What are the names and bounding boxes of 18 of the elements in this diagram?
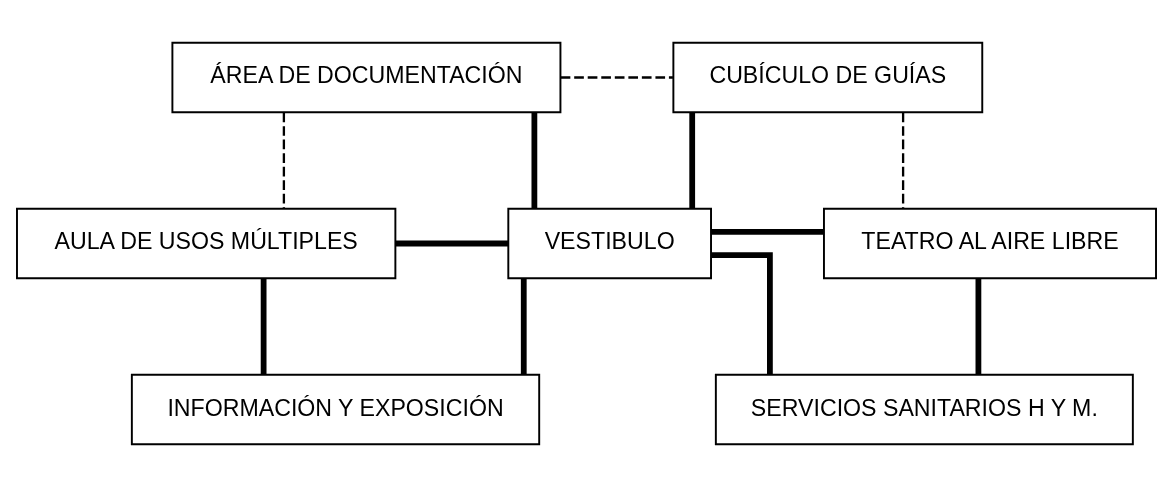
node-box: INFORMACIÓN Y EXPOSICIÓN: [130, 373, 541, 445]
connector: [520, 278, 527, 374]
node-box: VESTIBULO: [507, 207, 712, 279]
connector: [711, 251, 773, 374]
connector: [901, 112, 905, 208]
connector: [260, 278, 267, 374]
node-box: ÁREA DE DOCUMENTACIÓN: [171, 41, 562, 113]
node-box: SERVICIOS SANITARIOS H Y M.: [714, 373, 1134, 445]
connector: [395, 240, 509, 246]
connector: [689, 112, 696, 208]
connector: [531, 112, 538, 208]
node-box: AULA DE USOS MÚLTIPLES: [16, 207, 397, 279]
node-box: TEATRO AL AIRE LIBRE: [823, 207, 1157, 279]
node-box: CUBÍCULO DE GUÍAS: [672, 41, 984, 113]
connector: [711, 228, 824, 235]
connector: [975, 278, 982, 374]
connector: [560, 75, 673, 79]
connector: [282, 112, 286, 208]
